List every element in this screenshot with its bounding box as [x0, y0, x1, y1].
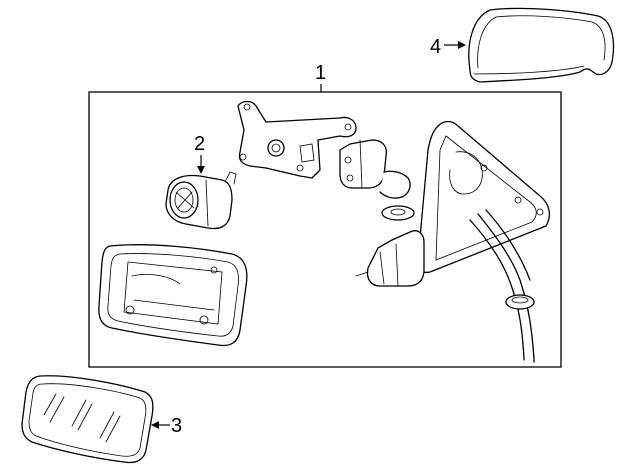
mounting-bracket: [237, 100, 357, 179]
mirror-housing: [355, 120, 551, 287]
callout-2[interactable]: 2: [194, 133, 205, 174]
callout-3[interactable]: 3: [151, 415, 182, 437]
mirror-cover-cap: [468, 7, 615, 83]
mirror-backing-plate: [98, 244, 248, 347]
callout-3-label: 3: [171, 415, 182, 437]
callout-2-label: 2: [194, 133, 205, 155]
grommet: [381, 205, 415, 221]
callout-1-label: 1: [315, 62, 326, 84]
callout-4-label: 4: [430, 36, 441, 58]
callout-4-arrowhead: [458, 41, 466, 49]
mirror-glass: [21, 375, 154, 464]
assembly-frame: [88, 91, 562, 368]
mirror-motor: [165, 171, 237, 230]
callout-3-arrowhead: [151, 421, 159, 429]
callout-1[interactable]: 1: [315, 62, 326, 92]
callout-2-arrowhead: [197, 166, 205, 174]
callout-4[interactable]: 4: [430, 36, 466, 58]
pivot-bracket: [339, 139, 411, 199]
wiring-harness: [469, 209, 535, 363]
